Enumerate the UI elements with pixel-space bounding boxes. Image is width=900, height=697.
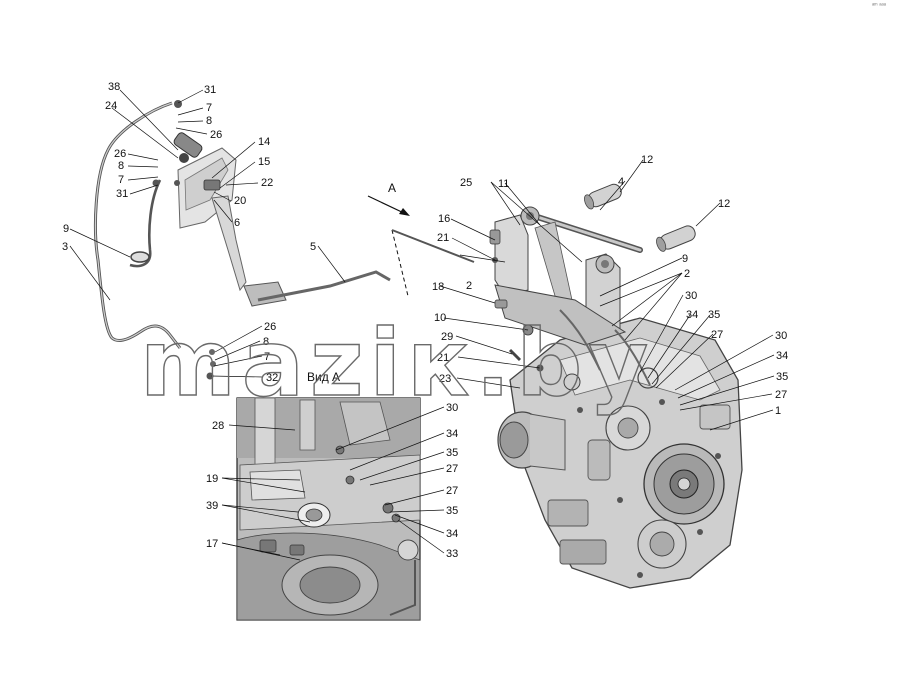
callout-32: 32 — [266, 372, 278, 384]
callout-23: 23 — [439, 373, 451, 385]
callout-10: 10 — [434, 312, 446, 324]
callout-24: 24 — [105, 100, 117, 112]
shift-bracket — [489, 183, 696, 391]
callout-18: 18 — [432, 281, 444, 293]
callout-2: 2 — [684, 268, 690, 280]
gearbox-assembly — [497, 317, 743, 589]
callout-2: 2 — [466, 280, 472, 292]
callout-38: 38 — [108, 81, 120, 93]
pedal-assembly — [94, 100, 391, 380]
callout-8: 8 — [118, 160, 124, 172]
callout-26: 26 — [264, 321, 276, 333]
callout-27: 27 — [775, 389, 787, 401]
leader-lines — [69, 89, 775, 561]
callout-34: 34 — [686, 309, 698, 321]
callout-5: 5 — [310, 241, 316, 253]
callout-19: 19 — [206, 473, 218, 485]
callout-27: 27 — [446, 485, 458, 497]
callout-39: 39 — [206, 500, 218, 512]
callout-34: 34 — [446, 428, 458, 440]
watermark: maziк.by — [140, 310, 654, 417]
callout-3: 3 — [62, 241, 68, 253]
callout-29: 29 — [441, 331, 453, 343]
callout-34: 34 — [446, 528, 458, 540]
callout-17: 17 — [206, 538, 218, 550]
callout-7: 7 — [264, 351, 270, 363]
callout-33: 33 — [446, 548, 458, 560]
callout-35: 35 — [708, 309, 720, 321]
callout-30: 30 — [446, 402, 458, 414]
callout-12: 12 — [718, 198, 730, 210]
callout-numbers: 38 31 24 7 8 26 14 15 26 8 7 22 31 20 6 … — [62, 81, 788, 560]
callout-8: 8 — [206, 115, 212, 127]
callout-1: 1 — [775, 405, 781, 417]
callout-22: 22 — [261, 177, 273, 189]
callout-8: 8 — [263, 336, 269, 348]
callout-9: 9 — [63, 223, 69, 235]
callout-12: 12 — [641, 154, 653, 166]
callout-25: 25 — [460, 177, 472, 189]
corner-mark: ᵃᵐ ᵃᵃᵃ — [871, 3, 886, 9]
callout-21: 21 — [437, 232, 449, 244]
callout-27: 27 — [446, 463, 458, 475]
view-a-inset — [236, 397, 421, 621]
callout-27: 27 — [711, 329, 723, 341]
callout-35: 35 — [776, 371, 788, 383]
callout-4: 4 — [618, 176, 624, 188]
callout-30: 30 — [685, 290, 697, 302]
callout-7: 7 — [118, 174, 124, 186]
view-arrow: А — [367, 181, 475, 297]
arrow-label: А — [388, 181, 396, 195]
callout-30: 30 — [775, 330, 787, 342]
callout-15: 15 — [258, 156, 270, 168]
callout-35: 35 — [446, 505, 458, 517]
callout-31: 31 — [204, 84, 216, 96]
callout-34: 34 — [776, 350, 788, 362]
callout-9: 9 — [682, 253, 688, 265]
callout-14: 14 — [258, 136, 270, 148]
callout-26: 26 — [210, 129, 222, 141]
callout-16: 16 — [438, 213, 450, 225]
callout-7: 7 — [206, 102, 212, 114]
callout-28: 28 — [212, 420, 224, 432]
callout-26: 26 — [114, 148, 126, 160]
callout-11: 11 — [498, 178, 509, 190]
callout-35: 35 — [446, 447, 458, 459]
callout-20: 20 — [234, 195, 246, 207]
view-a-label: Вид А — [307, 370, 340, 384]
callout-21: 21 — [437, 352, 449, 364]
callout-31: 31 — [116, 188, 128, 200]
callout-6: 6 — [234, 217, 240, 229]
